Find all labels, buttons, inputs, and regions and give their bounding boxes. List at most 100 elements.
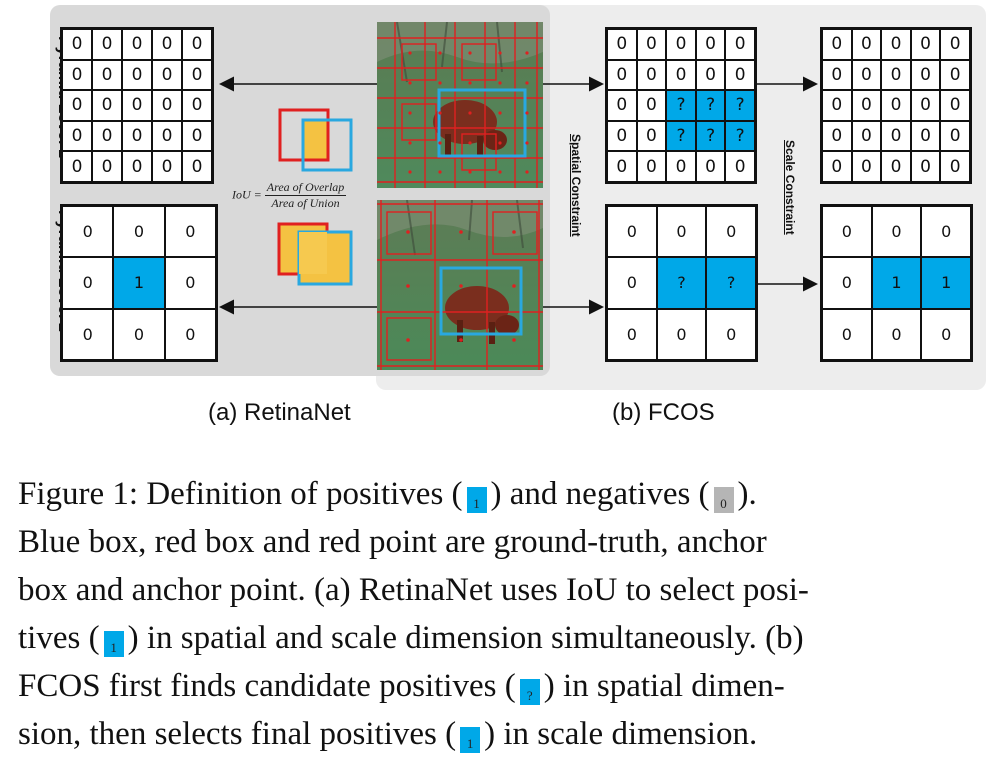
grid-cell: 1: [871, 257, 922, 309]
grid-cell: 0: [636, 120, 667, 152]
grid-cell: 0: [851, 120, 882, 152]
spatial-constraint-label: Spatial Constraint: [569, 134, 583, 237]
grid-cell: 0: [871, 308, 922, 360]
grid-cell: 0: [152, 151, 182, 182]
grid-cell: 0: [62, 59, 92, 91]
grid-cell: 1: [921, 257, 971, 309]
caption-line-6: sion, then selects final positives (1) i…: [18, 716, 758, 753]
grid-cell: 0: [164, 308, 216, 360]
grid-cell: 0: [92, 29, 122, 60]
caption-line-2: Blue box, red box and red point are grou…: [18, 524, 767, 560]
grid-cell: 0: [881, 120, 911, 152]
grid-cell: 0: [92, 120, 122, 152]
grid-cell: 0: [725, 59, 755, 91]
grid-cell: 0: [164, 257, 216, 309]
grid-cell: 0: [62, 308, 114, 360]
grid-cell: 0: [62, 151, 92, 182]
grid-cell: 0: [851, 59, 882, 91]
grid-cell: 0: [851, 151, 882, 182]
grid-cell: 0: [636, 90, 667, 121]
grid-cell: ?: [725, 90, 755, 121]
grid-cell: 0: [607, 151, 637, 182]
grid-cell: 0: [706, 308, 756, 360]
grid-cell: 0: [152, 120, 182, 152]
grid-cell: 0: [182, 120, 212, 152]
iou-high-overlap-icon: [277, 222, 353, 286]
grid-cell: ?: [695, 120, 726, 152]
grid-cell: 0: [881, 59, 911, 91]
grid-cell: 0: [182, 29, 212, 60]
grid-cell: 0: [122, 151, 152, 182]
grid-cell: 0: [695, 29, 726, 60]
grid-cell: 0: [851, 29, 882, 60]
grid-cell: 0: [636, 29, 667, 60]
grid-cell: 0: [822, 59, 852, 91]
positive-chip: 1: [103, 631, 124, 657]
iou-formula: IoU = Area of Overlap Area of Union: [232, 180, 347, 211]
grid-cell: 0: [182, 151, 212, 182]
grid-cell: 0: [940, 29, 970, 60]
grid-cell: 0: [881, 90, 911, 121]
grid-cell: 0: [910, 59, 941, 91]
grid-cell: 0: [666, 29, 696, 60]
grid-cell: 0: [695, 59, 726, 91]
grid-cell: 0: [822, 206, 872, 258]
grid-cell: ?: [666, 120, 696, 152]
grid-cell: 0: [122, 120, 152, 152]
grid-cell: 0: [607, 257, 657, 309]
grid-cell: 0: [666, 59, 696, 91]
grid-cell: 0: [607, 120, 637, 152]
grid-cell: 0: [822, 120, 852, 152]
candidate-chip: ?: [519, 679, 540, 705]
grid-cell: 0: [92, 151, 122, 182]
grid-cell: 0: [164, 206, 216, 258]
grid-cell: ?: [656, 257, 707, 309]
grid-cell: 0: [725, 151, 755, 182]
iou-low-overlap-icon: [278, 108, 353, 172]
grid-cell: 0: [822, 90, 852, 121]
grid-cell: 0: [607, 90, 637, 121]
grid-cell: 0: [182, 90, 212, 121]
grid-cell: 0: [62, 257, 114, 309]
grid-cell: 0: [92, 90, 122, 121]
grid-cell: 0: [113, 308, 165, 360]
grid-cell: 0: [881, 29, 911, 60]
iou-illustration: [277, 108, 353, 286]
negative-chip: 0: [713, 487, 734, 513]
grid-cell: 0: [182, 59, 212, 91]
grid-cell: 0: [636, 59, 667, 91]
grid-cell: 0: [910, 120, 941, 152]
grid-cell: 0: [113, 206, 165, 258]
arrows-layer: [219, 76, 818, 315]
grid-cell: 0: [940, 90, 970, 121]
caption-line-3: box and anchor point. (a) RetinaNet uses…: [18, 572, 809, 608]
grid-cell: 0: [62, 29, 92, 60]
grid-cell: 0: [871, 206, 922, 258]
grid-cell: 0: [666, 151, 696, 182]
grid-cell: ?: [706, 257, 756, 309]
grid-cell: 0: [122, 90, 152, 121]
grid-cell: 0: [62, 206, 114, 258]
grid-cell: 0: [656, 206, 707, 258]
grid-cell: 0: [607, 29, 637, 60]
grid-cell: ?: [666, 90, 696, 121]
grid-cell: 0: [92, 59, 122, 91]
grid-cell: 0: [940, 151, 970, 182]
grid-cell: ?: [695, 90, 726, 121]
grid-cell: 0: [940, 120, 970, 152]
grid-cell: 0: [656, 308, 707, 360]
scale-constraint-label: Scale Constraint: [783, 140, 797, 235]
grid-cell: 0: [910, 29, 941, 60]
grid-cell: 0: [921, 308, 971, 360]
grid-cell: 0: [607, 308, 657, 360]
grid-cell: 0: [910, 151, 941, 182]
iou-numerator: Area of Overlap: [264, 180, 347, 196]
grid-cell: 0: [607, 206, 657, 258]
grid-cell: ?: [725, 120, 755, 152]
iou-lhs: IoU =: [232, 187, 262, 202]
